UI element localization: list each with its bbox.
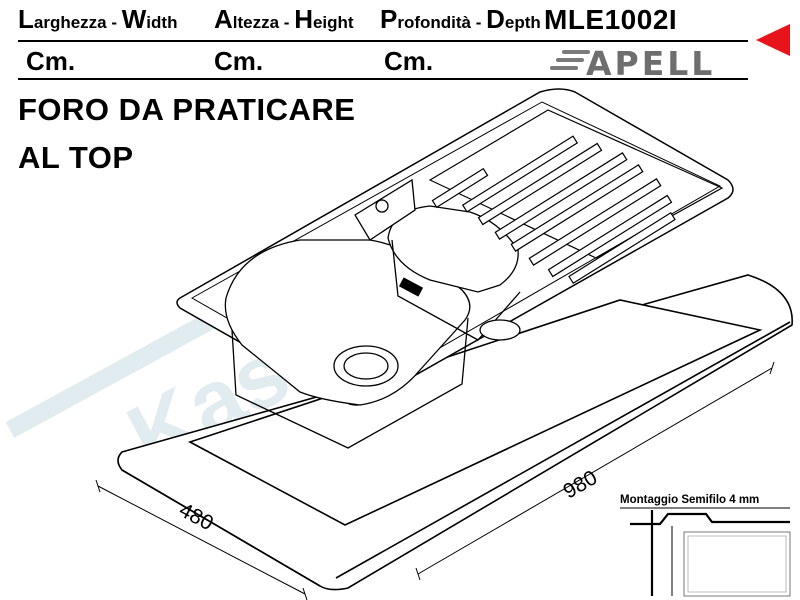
height-header: Altezza - Height <box>214 4 354 34</box>
dimension-lines <box>95 361 775 600</box>
brand-stripe <box>562 50 590 54</box>
units-divider <box>18 78 748 80</box>
countertop <box>117 274 793 591</box>
width-header: Larghezza - Width <box>18 4 178 34</box>
brand-stripe <box>556 58 584 62</box>
overflow-slot-icon <box>398 277 424 297</box>
tap-hole-icon <box>354 178 416 241</box>
dimension-length-label: 980 <box>559 466 601 503</box>
depth-unit: Cm. <box>384 46 434 76</box>
header-divider <box>18 40 748 42</box>
small-bowl <box>387 205 521 341</box>
model-code: MLE1002I <box>544 4 678 35</box>
brand-name: APELL <box>586 44 716 83</box>
mounting-inset <box>620 507 791 597</box>
drainer <box>428 109 724 285</box>
height-unit: Cm. <box>214 46 264 76</box>
depth-header: Profondità - Depth <box>380 4 541 34</box>
title-line-1: FORO DA PRATICARE <box>18 92 356 127</box>
width-unit: Cm. <box>26 46 76 76</box>
mounting-label: Montaggio Semifilo 4 mm <box>620 494 760 506</box>
title-line-2: AL TOP <box>18 140 134 175</box>
brand-stripe <box>550 66 578 70</box>
